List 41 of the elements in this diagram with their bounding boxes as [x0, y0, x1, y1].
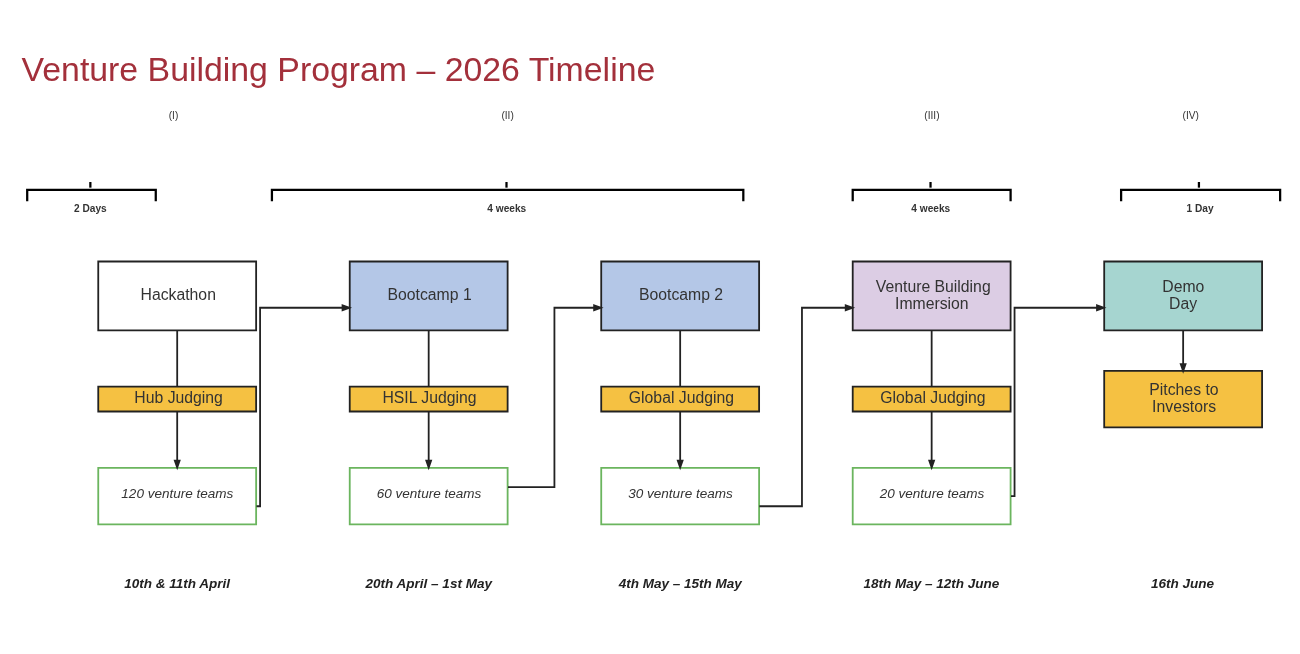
- node-box: Pitches to Investors: [1103, 369, 1263, 428]
- node-box: 30 venture teams: [600, 466, 760, 525]
- arrow: [676, 410, 684, 470]
- label: 18th May – 12th June: [863, 575, 1000, 591]
- label: 2 Days: [74, 202, 107, 214]
- label: 20th April – 1st May: [365, 575, 492, 591]
- label: 1 Day: [1186, 202, 1214, 214]
- node-box: Bootcamp 1: [348, 260, 509, 331]
- node-box: Hub Judging: [97, 385, 258, 412]
- node-box: Demo Day: [1103, 260, 1263, 331]
- connector: [930, 329, 933, 387]
- arrow: [1179, 329, 1187, 374]
- node-box: Venture Building Immersion: [851, 260, 1012, 331]
- node-box: Bootcamp 2: [600, 260, 760, 331]
- label: (I): [168, 109, 179, 121]
- label: (IV): [1182, 109, 1199, 121]
- label: (III): [924, 109, 940, 121]
- node-box: Global Judging: [600, 385, 760, 412]
- connector: [427, 329, 430, 387]
- label: (II): [501, 109, 514, 121]
- node-box: 20 venture teams: [851, 466, 1012, 525]
- label: 16th June: [1151, 575, 1215, 591]
- label: 4 weeks: [487, 202, 527, 214]
- arrow: [928, 410, 936, 470]
- arrow: [758, 303, 856, 507]
- connector: [679, 329, 682, 387]
- arrow: [425, 410, 433, 470]
- connector: [176, 329, 179, 387]
- arrow: [173, 410, 181, 470]
- arrow: [507, 303, 604, 488]
- label: 4 weeks: [911, 202, 951, 214]
- label: 4th May – 15th May: [618, 575, 742, 591]
- node-box: 120 venture teams: [97, 466, 258, 525]
- node-box: Hackathon: [97, 260, 258, 331]
- arrow: [255, 303, 353, 507]
- node-box: 60 venture teams: [348, 466, 509, 525]
- label: 10th & 11th April: [124, 575, 231, 591]
- node-box: HSIL Judging: [348, 385, 509, 412]
- node-box: Global Judging: [851, 385, 1012, 412]
- arrow: [1010, 303, 1107, 497]
- diagram-title: Venture Building Program – 2026 Timeline: [21, 49, 656, 88]
